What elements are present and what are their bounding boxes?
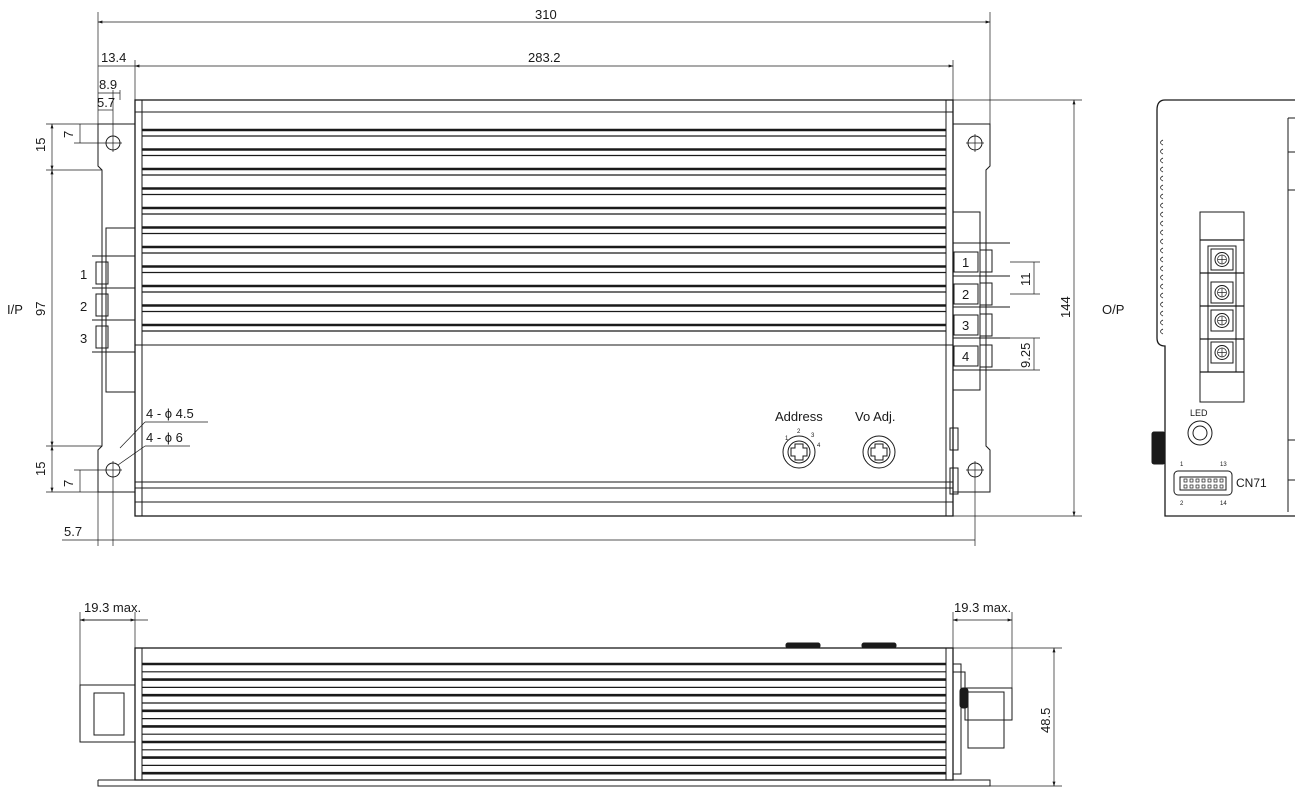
side-knob-icon [1151,431,1166,465]
output-terminal-housing [1199,211,1245,403]
terminal-screw-icon [1210,281,1234,304]
connector-pin-number: 2 [1180,501,1184,507]
side-connector-icon [949,427,959,451]
housing-body [134,99,954,517]
output-pin-label: 1 [962,255,969,270]
heatsink-fins [142,128,946,332]
side-housing-body [134,647,954,781]
side-knob-icon [959,687,969,709]
address-switch-icon [782,435,816,469]
dim-body-length: 283.2 [528,50,561,65]
vo-adj-knob-icon [861,642,897,649]
dim-terminal-pitch: 11 [1018,273,1033,287]
led-indicator-icon [1187,420,1213,446]
input-pins [92,255,135,353]
input-pin-label: 3 [80,331,87,346]
mounting-hole-icon [104,134,122,152]
dim-body-height: 48.5 [1038,708,1053,733]
mounting-hole-icon [966,461,984,479]
side-view [79,642,1013,787]
dim-left-protrusion: 19.3 max. [84,600,141,615]
dim-hole-vert-top: 7 [61,131,76,138]
output-pin-label: 4 [962,349,969,364]
output-pin-label: 3 [962,318,969,333]
vo-adjust-potentiometer-icon [862,435,896,469]
connector-pin-number: 14 [1220,501,1227,507]
terminal-screw-icon [1210,248,1234,271]
dim-total-height: 144 [1058,296,1073,318]
dim-hole-edge-left: 5.7 [64,524,82,539]
terminal-screw-icon [1210,309,1234,332]
side-view-dimensions: 19.3 max. 19.3 max. 48.5 [79,600,1062,787]
dim-hole-span: 97 [33,302,48,316]
led-label: LED [1190,408,1208,418]
output-pins [953,242,1010,371]
terminal-screw-icon [1210,341,1234,364]
dim-hole-pitch-top: 15 [33,138,48,152]
hole-callout-small: 4 - ϕ 4.5 [146,406,194,421]
dim-hole-offset-b: 5.7 [97,95,115,110]
mounting-hole-icon [966,134,984,152]
connector-label: CN71 [1236,476,1267,490]
dim-hole-vert-bottom: 7 [61,480,76,487]
heatsink-fin-edge [1160,139,1164,335]
dim-hole-pitch-bottom: 15 [33,462,48,476]
dim-right-protrusion: 19.3 max. [954,600,1011,615]
right-flange [953,123,991,493]
end-view: LED 1 13 2 14 CN71 [1151,99,1295,517]
side-connector-icon [949,467,959,495]
output-pin-label: 2 [962,287,969,302]
hole-callout-large: 4 - ϕ 6 [146,430,183,445]
dim-overall-length: 310 [535,7,557,22]
dim-hole-offset-a: 8.9 [99,77,117,92]
dim-left-offset: 13.4 [101,50,126,65]
side-heatsink-fins [142,662,946,775]
side-input-terminal [79,684,135,743]
cn71-connector [1173,470,1233,496]
left-flange [97,123,135,493]
end-view-outline [1156,99,1295,517]
input-label: I/P [7,302,23,317]
address-knob-icon [785,642,821,649]
output-label: O/P [1102,302,1124,317]
connector-pins [1183,478,1224,489]
top-view-dimensions: 310 283.2 13.4 8.9 5.7 15 7 97 15 7 [33,7,1082,546]
input-terminal-block [105,227,135,393]
input-pin-label: 2 [80,299,87,314]
mounting-hole-icon [104,461,122,479]
connector-pin-number: 13 [1220,462,1227,468]
address-label: Address [775,409,823,424]
connector-pin-number: 1 [1180,462,1184,468]
address-position: 3 [811,433,815,439]
input-pin-label: 1 [80,267,87,282]
address-position: 4 [817,443,821,449]
dim-terminal-bottom: 9.25 [1018,343,1033,368]
address-position: 1 [785,436,789,442]
side-output-terminal [953,671,1013,721]
address-position: 2 [797,429,801,435]
top-view: 1 2 3 1 2 3 4 1 [7,99,1124,517]
vo-adj-label: Vo Adj. [855,409,895,424]
side-base-flange [97,779,991,787]
